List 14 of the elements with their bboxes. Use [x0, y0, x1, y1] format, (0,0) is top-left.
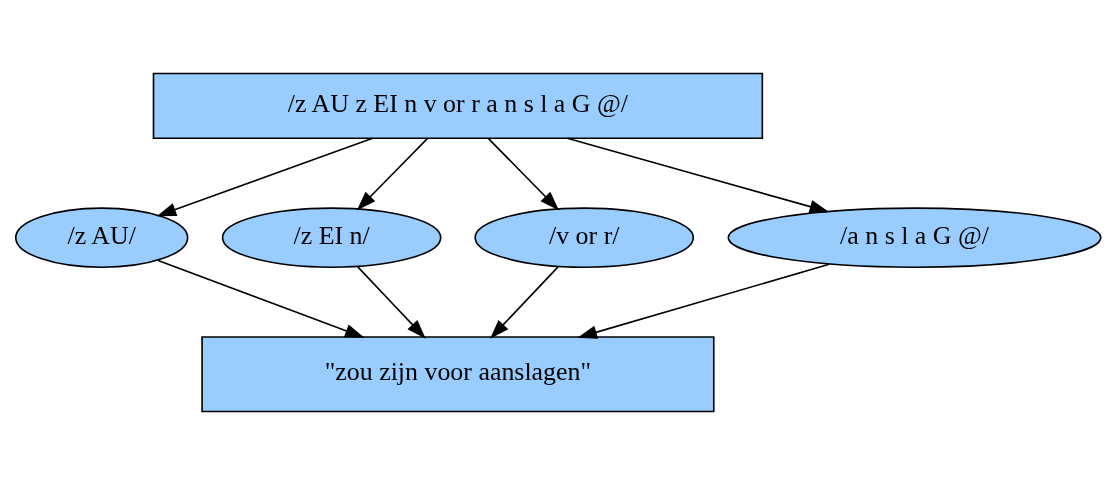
arrow	[577, 263, 830, 339]
arrow	[156, 137, 374, 217]
arrow	[357, 266, 426, 339]
arrow	[356, 137, 429, 211]
node-box: /z AU z EI n v or r a n s l a G @/	[152, 72, 764, 140]
node-ellipse: /z AU/	[14, 207, 189, 269]
node-ellipse: /a n s l a G @/	[727, 207, 1102, 269]
node-box: "zou zijn voor aanslagen"	[201, 336, 715, 413]
arrow	[566, 137, 830, 214]
node-ellipse: /z EI n/	[221, 207, 442, 269]
arrow	[157, 259, 365, 338]
arrow	[490, 266, 559, 339]
node-ellipse: /v or r/	[474, 207, 695, 269]
arrow	[487, 137, 560, 211]
